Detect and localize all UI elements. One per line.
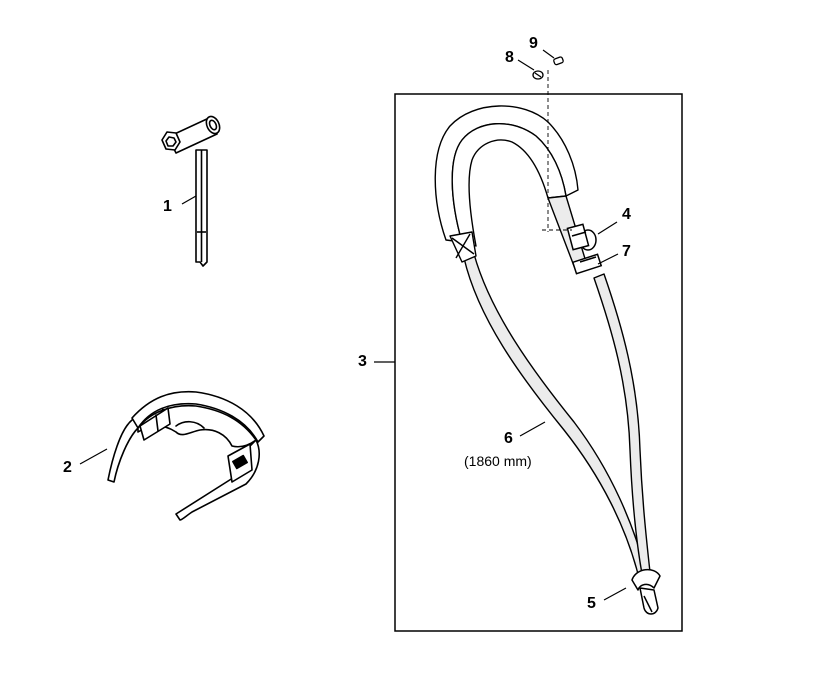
- callout-6: 6: [504, 430, 513, 447]
- callout-4: 4: [622, 206, 631, 223]
- assembly-lines: [542, 70, 572, 232]
- screw-icon: [532, 70, 544, 80]
- swivel-hook-icon: [631, 568, 661, 615]
- safety-glasses-icon: [107, 390, 265, 521]
- callout-9: 9: [529, 35, 538, 52]
- strap-length-note: (1860 mm): [464, 453, 532, 469]
- callout-5: 5: [587, 595, 596, 612]
- leader-line-4: [597, 221, 618, 235]
- carabiner-hook-icon: [566, 223, 597, 251]
- callout-7: 7: [622, 243, 631, 260]
- callout-2: 2: [63, 459, 72, 476]
- screw-icon: [553, 56, 564, 66]
- leader-line-6: [519, 421, 546, 437]
- leader-line-8: [517, 59, 535, 71]
- callout-1: 1: [163, 198, 172, 215]
- leader-line-1: [181, 195, 197, 205]
- leader-line-2: [79, 448, 108, 465]
- leader-line-9: [542, 49, 555, 59]
- leader-line-5: [603, 587, 627, 601]
- strap-buckle-icon: [571, 253, 603, 275]
- callout-3: 3: [358, 353, 367, 370]
- combination-wrench-icon: [161, 115, 221, 267]
- callout-8: 8: [505, 49, 514, 66]
- leader-line-7: [597, 253, 619, 265]
- harness-strap-icon: [434, 105, 651, 575]
